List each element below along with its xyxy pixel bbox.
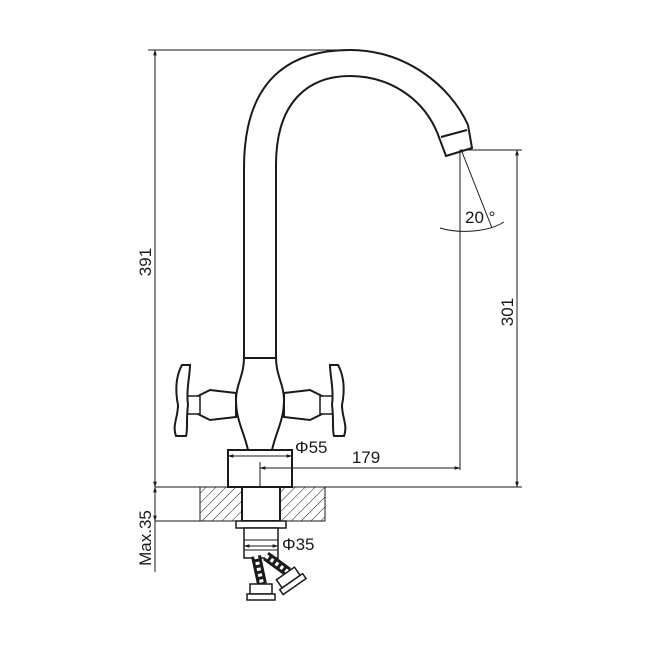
dimension-spout-angle: 20 ° bbox=[439, 151, 505, 232]
right-handle bbox=[283, 364, 347, 437]
dimension-spout-reach: 179 bbox=[259, 150, 461, 487]
dimension-total-height-label: 391 bbox=[136, 248, 155, 276]
dimension-max-thickness: Max.35 bbox=[136, 486, 157, 572]
dimension-spout-reach-label: 179 bbox=[352, 448, 380, 467]
left-handle bbox=[173, 364, 237, 437]
dimension-base-diameter: Φ55 bbox=[227, 438, 327, 470]
dimension-total-height: 391 bbox=[136, 49, 350, 488]
mounting-shank bbox=[235, 486, 287, 559]
dimension-shank-diameter-label: Φ35 bbox=[282, 535, 314, 554]
supply-hoses bbox=[246, 551, 308, 601]
dimension-max-thickness-label: Max.35 bbox=[136, 510, 155, 566]
countertop-section bbox=[155, 486, 326, 522]
gooseneck-spout bbox=[243, 48, 474, 358]
dimension-base-diameter-label: Φ55 bbox=[295, 438, 327, 457]
valve-body bbox=[234, 357, 286, 451]
dimension-shank-diameter: Φ35 bbox=[243, 535, 314, 554]
dimension-spout-height: 301 bbox=[325, 149, 522, 488]
dimension-spout-height-label: 301 bbox=[498, 298, 517, 326]
dimension-spout-angle-label: 20 ° bbox=[465, 208, 495, 227]
